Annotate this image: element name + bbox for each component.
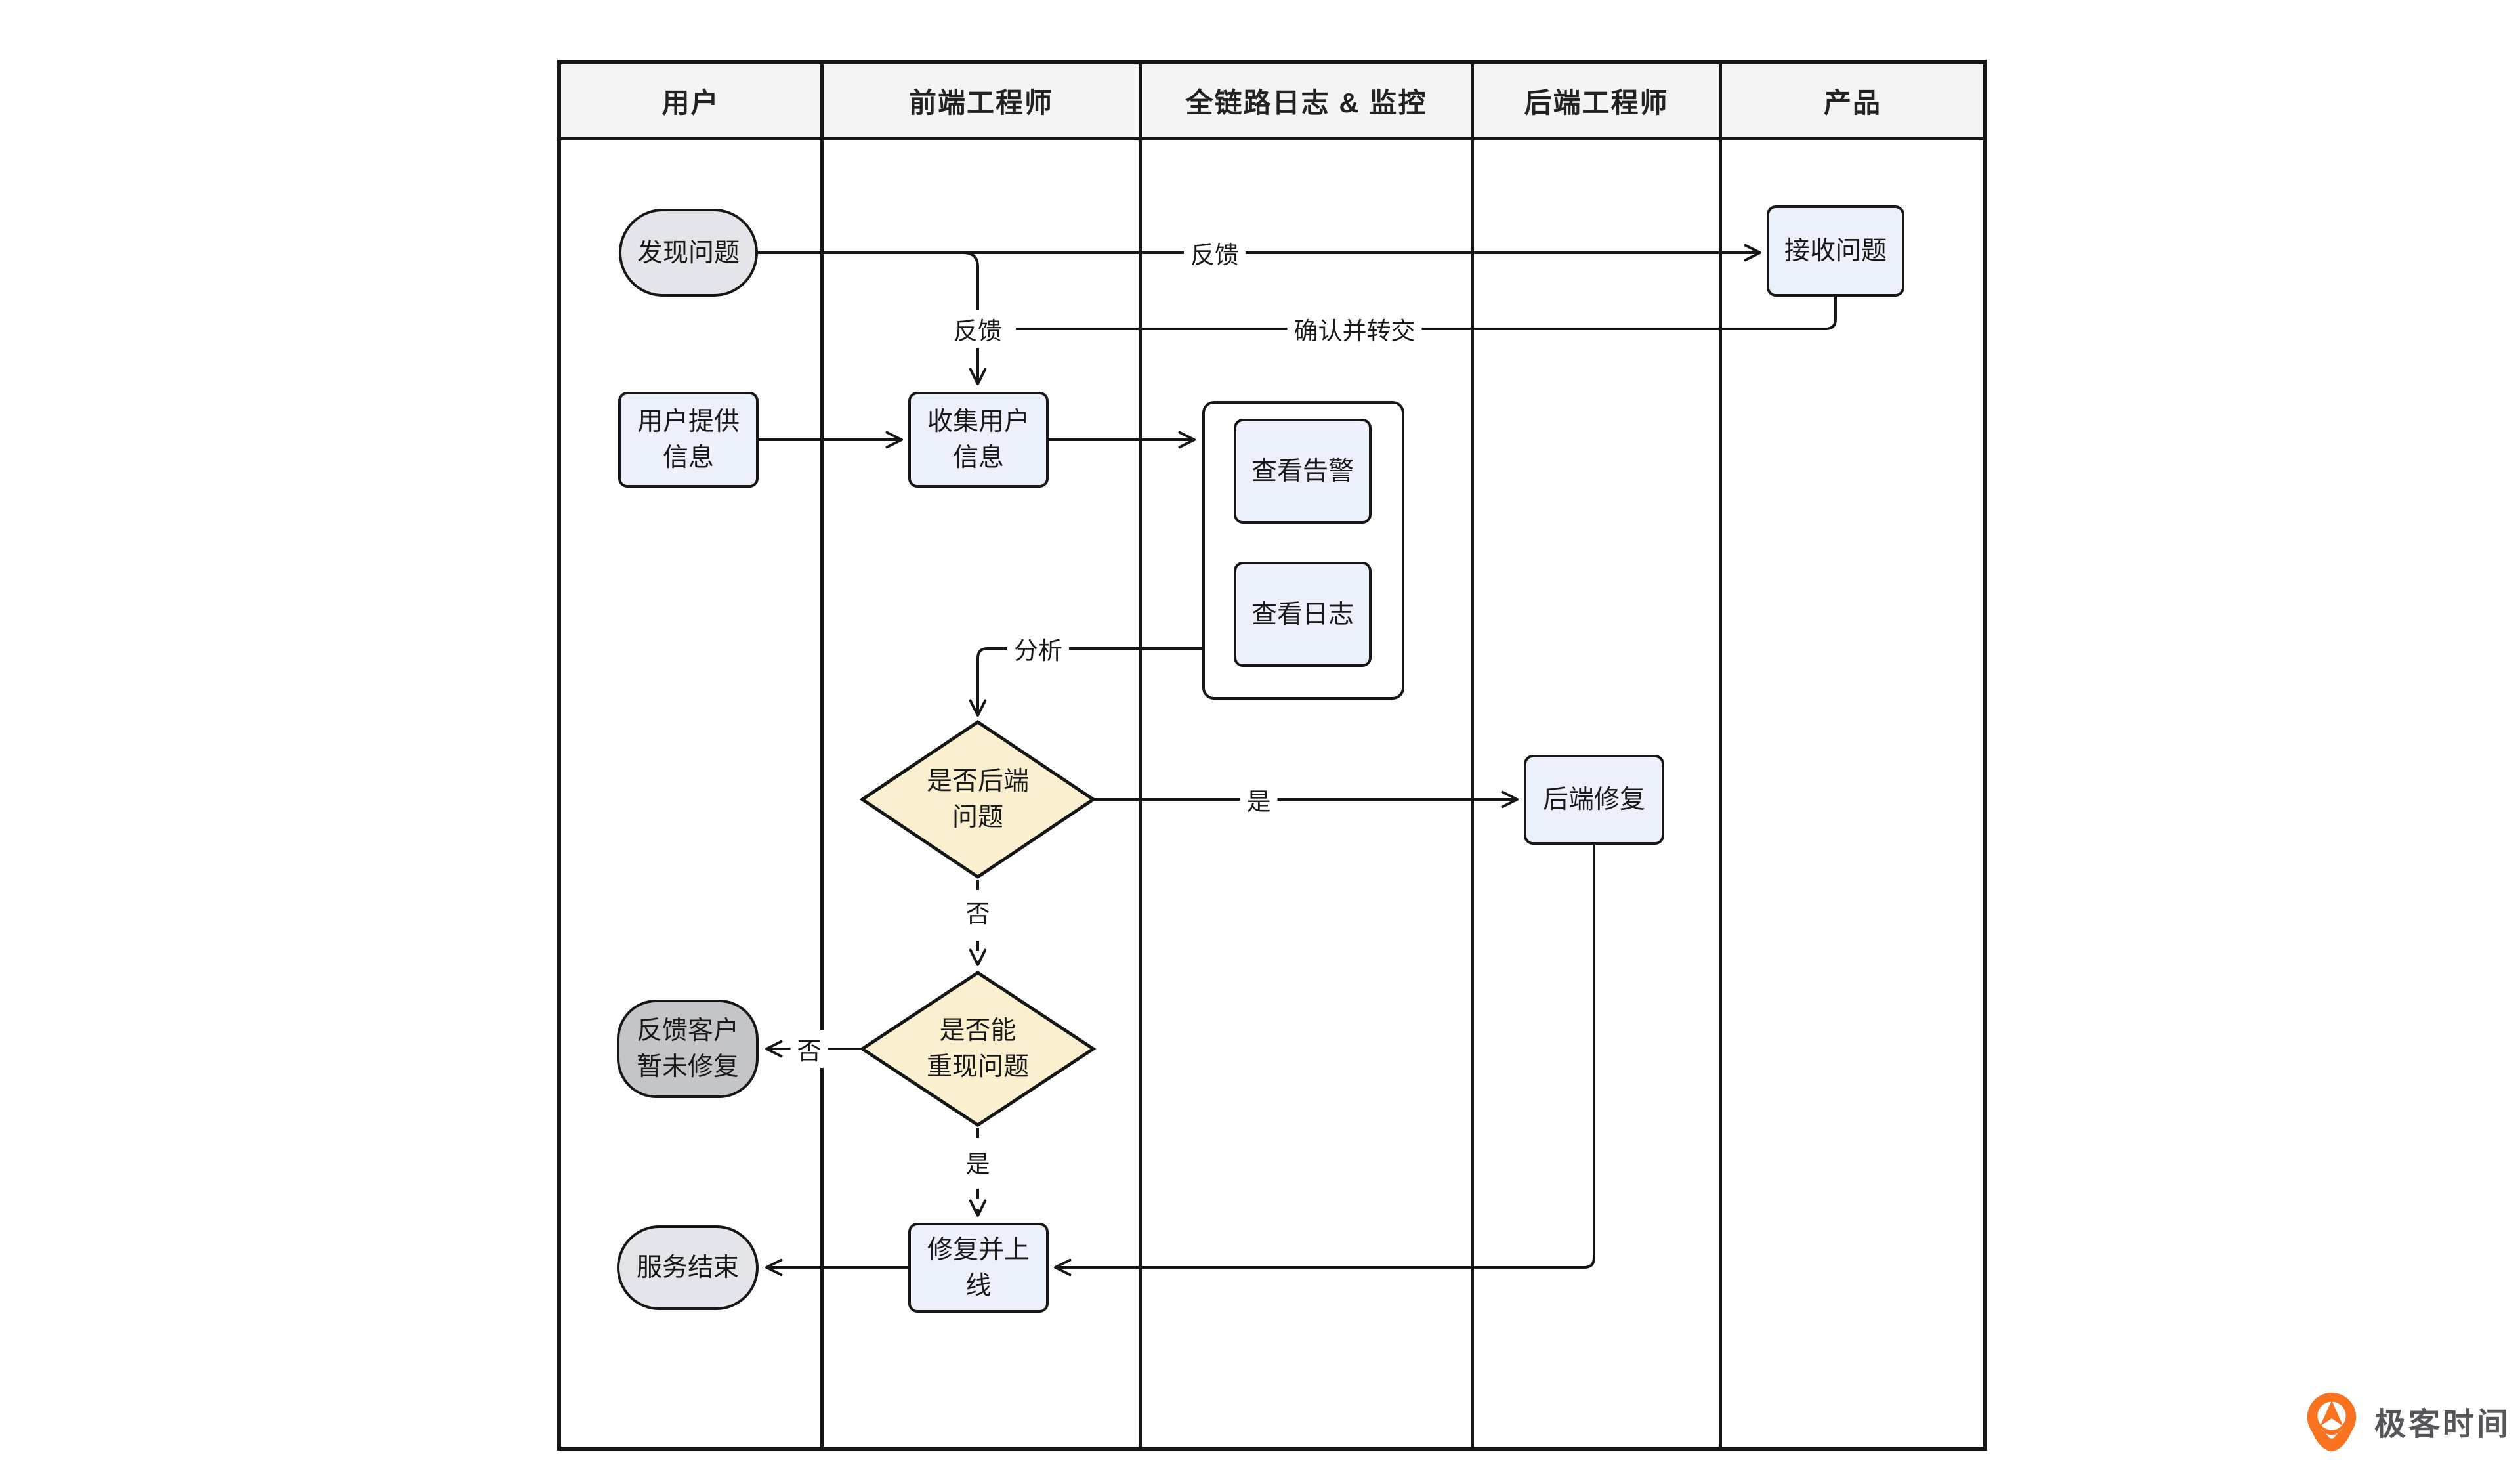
edge-label-yes-reproduce: 是 bbox=[959, 1143, 997, 1181]
decision-backend-label: 是否后端 问题 bbox=[926, 767, 1030, 832]
edge-label-feedback-top: 反馈 bbox=[1184, 234, 1246, 272]
swimlane-table: 用户 前端工程师 全链路日志 & 监控 后端工程师 产品 bbox=[557, 60, 1987, 1451]
node-backend-fix: 后端修复 bbox=[1524, 755, 1664, 845]
edge-label-analyze: 分析 bbox=[1007, 629, 1069, 668]
lane-header-product: 产品 bbox=[1722, 64, 1983, 137]
node-receive-problem: 接收问题 bbox=[1767, 205, 1904, 297]
lane-column-frontend bbox=[824, 64, 1142, 1447]
lane-column-backend bbox=[1474, 64, 1722, 1447]
lane-header-frontend-label: 前端工程师 bbox=[908, 87, 1053, 118]
node-collect-user-info: 收集用户 信息 bbox=[908, 392, 1049, 488]
edge-label-confirm-transfer: 确认并转交 bbox=[1287, 310, 1422, 348]
node-fix-and-go-online: 修复并上 线 bbox=[908, 1223, 1049, 1313]
lane-column-monitoring bbox=[1142, 64, 1474, 1447]
node-collect-user-info-label: 收集用户 信息 bbox=[927, 408, 1030, 472]
node-user-provide-info: 用户提供 信息 bbox=[618, 392, 759, 488]
decision-backend-diamond bbox=[859, 719, 1097, 880]
decision-reproduce-label: 是否能 重现问题 bbox=[926, 1017, 1030, 1081]
node-discover-problem: 发现问题 bbox=[619, 209, 758, 297]
node-user-provide-info-label: 用户提供 信息 bbox=[637, 408, 740, 472]
node-fix-and-go-online-label: 修复并上 线 bbox=[927, 1235, 1030, 1300]
edge-analyze-to-decision bbox=[969, 647, 1202, 717]
lane-header-frontend: 前端工程师 bbox=[824, 64, 1142, 137]
node-receive-problem-label: 接收问题 bbox=[1784, 237, 1887, 265]
geektime-logo: 极客时间 bbox=[2301, 1390, 2511, 1452]
decision-reproduce-diamond bbox=[859, 971, 1097, 1127]
geektime-logo-text: 极客时间 bbox=[2374, 1407, 2511, 1442]
lane-header-backend: 后端工程师 bbox=[1474, 64, 1722, 137]
node-discover-problem-label: 发现问题 bbox=[637, 238, 740, 267]
edge-backend-fix-to-fix-online bbox=[1054, 845, 1595, 1277]
node-view-alert-label: 查看告警 bbox=[1251, 457, 1354, 486]
node-feedback-customer-unfixed: 反馈客户 暂未修复 bbox=[617, 1000, 759, 1098]
node-view-log-label: 查看日志 bbox=[1251, 600, 1354, 629]
lane-header-monitoring: 全链路日志 & 监控 bbox=[1142, 64, 1474, 137]
node-backend-fix-label: 后端修复 bbox=[1542, 786, 1645, 814]
lane-header-product-label: 产品 bbox=[1823, 87, 1881, 118]
lane-header-backend-label: 后端工程师 bbox=[1524, 87, 1669, 118]
edge-label-feedback-branch: 反馈 bbox=[947, 310, 1009, 348]
node-service-end-label: 服务结束 bbox=[636, 1254, 739, 1282]
edge-label-yes-backend: 是 bbox=[1240, 780, 1278, 818]
lane-header-monitoring-label: 全链路日志 & 监控 bbox=[1185, 87, 1427, 118]
edge-receive-confirm-transfer bbox=[1016, 297, 1837, 330]
node-view-log: 查看日志 bbox=[1234, 562, 1372, 667]
geektime-logo-icon bbox=[2307, 1392, 2357, 1452]
node-feedback-customer-unfixed-label: 反馈客户 暂未修复 bbox=[636, 1017, 739, 1081]
edge-label-no-backend: 否 bbox=[959, 893, 997, 931]
edge-label-no-reproduce: 否 bbox=[790, 1030, 828, 1068]
lane-header-user-label: 用户 bbox=[662, 87, 720, 118]
lane-header-row: 用户 前端工程师 全链路日志 & 监控 后端工程师 产品 bbox=[561, 64, 1983, 140]
edge-feedback-branch-to-collect bbox=[963, 251, 987, 385]
lane-column-user bbox=[561, 64, 824, 1447]
lane-header-user: 用户 bbox=[561, 64, 824, 137]
node-service-end: 服务结束 bbox=[617, 1225, 759, 1310]
node-view-alert: 查看告警 bbox=[1234, 419, 1372, 524]
